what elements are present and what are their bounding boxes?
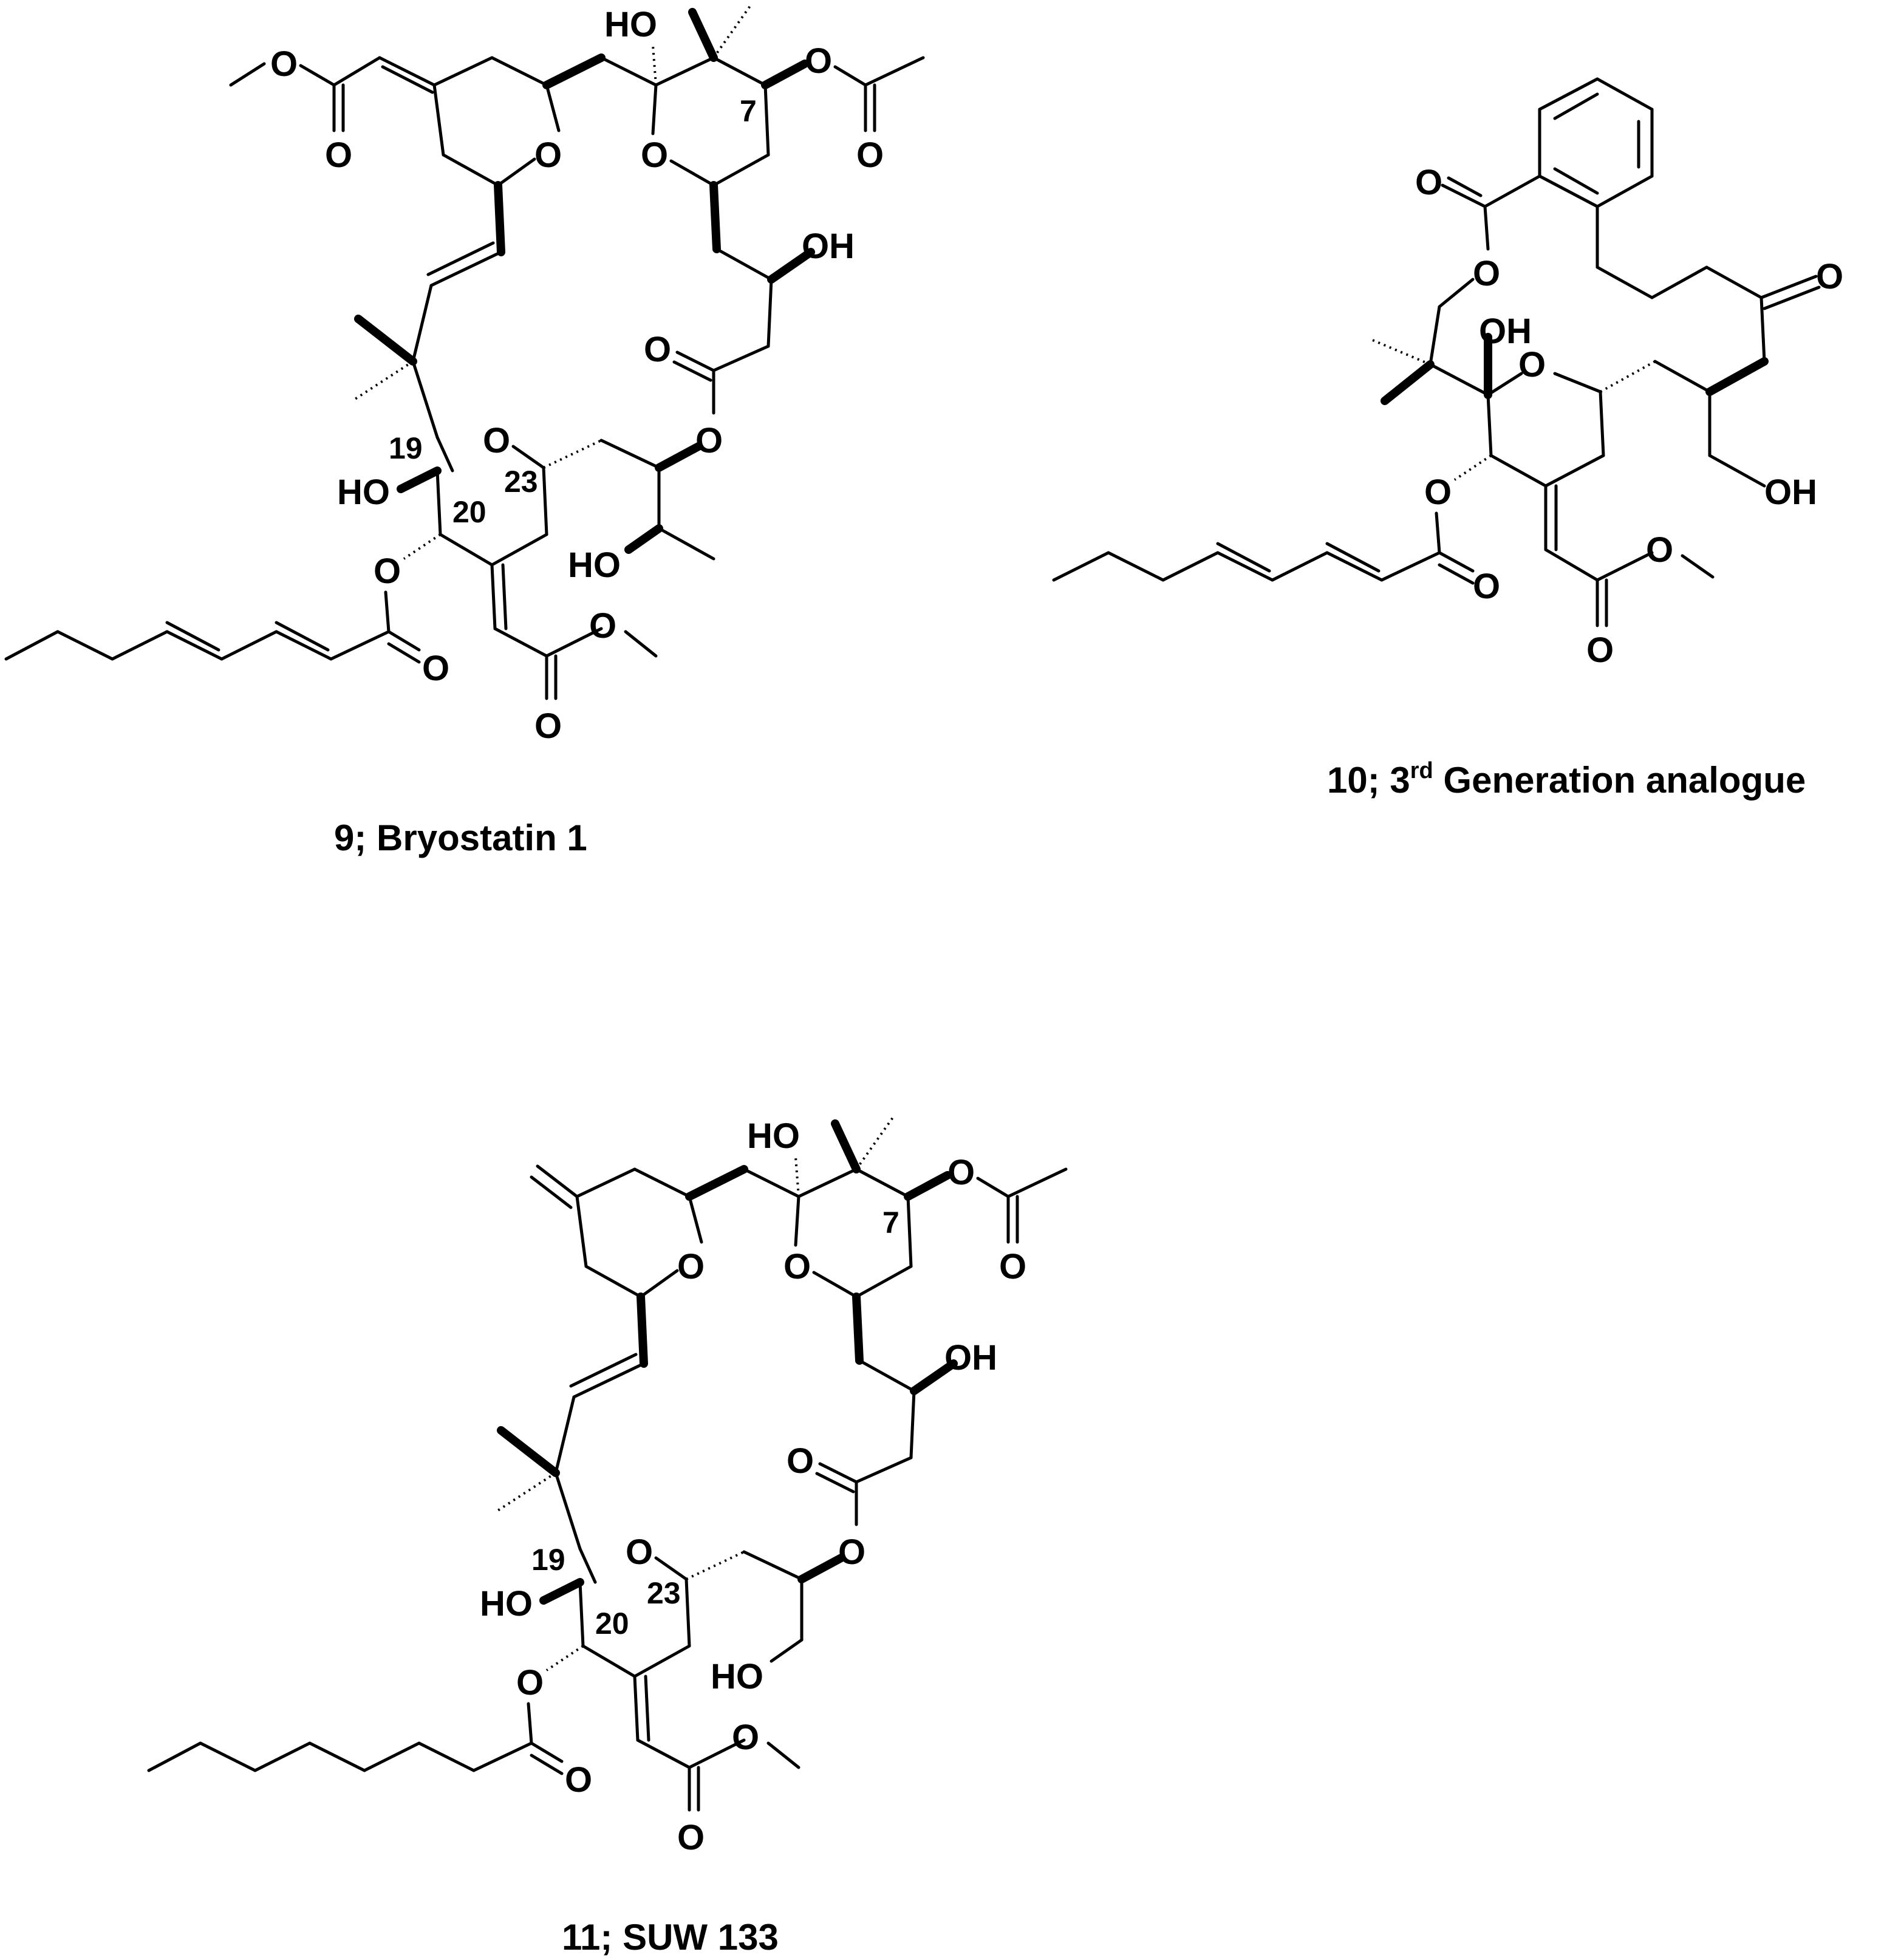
c10-primary-hydroxyl: OH (1764, 473, 1817, 512)
c10-enoate-o: O (1646, 530, 1673, 570)
compound-11-suw-133: O HO 7 O (147, 1116, 1068, 1958)
c11-caption: 11; SUW 133 (562, 1917, 779, 1958)
c11-bottom-ester-o: O (732, 1718, 759, 1757)
c11-right-pyran: HO 7 O O O (742, 1116, 1068, 1365)
c9-right-pyran-o: O (641, 135, 668, 175)
c9-acetate-o: O (805, 41, 832, 81)
c11-alkene-bridge (494, 1353, 646, 1551)
c9-c19-hydroxyl: HO (337, 473, 390, 512)
c11-bottom-pyran: 19 O 23 HO 20 HO O O O (480, 1532, 804, 1857)
c11-octanoate: O (147, 1702, 592, 1800)
c9-acetate-carbonyl-o: O (856, 135, 884, 175)
c9-left-pyran-o: O (534, 135, 562, 175)
c9-c20-ester-o: O (374, 551, 401, 591)
c10-caption-number: 10; 3 (1327, 760, 1410, 801)
c11-left-pyran: O (530, 1164, 748, 1368)
c9-caption: 9; Bryostatin 1 (334, 818, 587, 858)
c9-left-pyran: O (432, 53, 606, 256)
c11-locant-7: 7 (882, 1206, 899, 1240)
compound-9-bryostatin-1: O O O (4, 5, 925, 858)
c11-locant-23: 23 (647, 1576, 681, 1610)
c11-lactone-carbonyl-o: O (787, 1441, 814, 1481)
c9-lactone-carbonyl-o: O (644, 330, 671, 369)
c10-hemiketal-hydroxyl: OH (1479, 312, 1532, 351)
c11-bottom-pyran-o: O (626, 1532, 653, 1572)
c10-ketone-o: O (1816, 257, 1843, 296)
c11-left-pyran-o: O (677, 1247, 705, 1286)
c9-locant-23: 23 (504, 465, 538, 499)
c11-acetate-carbonyl-o: O (999, 1247, 1026, 1286)
c10-ketone-chain: O OH (1596, 205, 1843, 512)
c9-bottom-ester-carbonyl-o: O (534, 706, 562, 746)
c9-alkene-bridge (351, 241, 503, 439)
c11-locant-20: 20 (595, 1607, 629, 1641)
c11-locant-19: 19 (531, 1543, 565, 1577)
c9-bottom-hydroxyl: HO (568, 545, 621, 585)
c10-benzoate: O O (1415, 163, 1541, 366)
c9-locant-20: 20 (452, 495, 486, 529)
c9-right-pyran: HO 7 O O O (599, 5, 925, 253)
c10-caption-rest: Generation analogue (1433, 760, 1806, 801)
c11-c20-ester-o: O (516, 1663, 544, 1702)
c10-pyran-o: O (1518, 345, 1546, 384)
c9-bottom-pyran-o: O (483, 421, 510, 460)
c10-octadienoate: O (1052, 511, 1500, 606)
c9-bottom-ester-o: O (589, 606, 616, 646)
c9-ester-carbonyl-o: O (325, 135, 352, 175)
c10-benzene (1538, 77, 1654, 208)
c10-caption-sup: rd (1410, 758, 1433, 784)
c9-lactone-chain: OH O O (644, 227, 855, 472)
c10-benzoate-carbonyl-o: O (1415, 163, 1442, 202)
c9-ester-o-top: O (270, 44, 298, 84)
c10-benzoate-o: O (1473, 254, 1500, 293)
c9-bottom-pyran: 19 O 23 HO 20 HO O O (337, 421, 715, 746)
c11-c3-hydroxyl: OH (944, 1338, 997, 1378)
c9-locant-7: 7 (740, 94, 757, 128)
c11-lactone-chain: OH O O (787, 1338, 997, 1583)
c10-octadienoate-o: O (1424, 473, 1452, 512)
c10-pyran: OH O O O O (1372, 312, 1715, 670)
c11-c19-hydroxyl: HO (480, 1584, 533, 1624)
c10-enoate-carbonyl-o: O (1586, 630, 1614, 670)
c10-caption: 10; 3rd Generation analogue (1327, 758, 1806, 801)
c9-c3-hydroxyl: OH (802, 227, 855, 266)
compound-10-analogue: O O O OH OH (1052, 77, 1843, 801)
c11-bottom-ester-carbonyl-o: O (677, 1818, 705, 1857)
c11-lactone-o: O (838, 1532, 865, 1572)
c11-bottom-hydroxyl: HO (711, 1657, 763, 1696)
c11-acetate-o: O (947, 1153, 975, 1192)
c11-octanoate-carbonyl-o: O (565, 1760, 592, 1800)
c9-top-hydroxyl: HO (604, 5, 657, 44)
c9-lactone-o: O (695, 421, 723, 460)
c10-octadienoate-carbonyl-o: O (1473, 567, 1500, 606)
c9-top-ester: O O (229, 44, 436, 175)
c9-octadienoate: O (4, 590, 449, 688)
c11-right-pyran-o: O (783, 1247, 811, 1286)
c9-octadienoate-carbonyl-o: O (422, 649, 449, 688)
c9-locant-19: 19 (389, 431, 423, 465)
c11-top-hydroxyl: HO (747, 1116, 800, 1156)
